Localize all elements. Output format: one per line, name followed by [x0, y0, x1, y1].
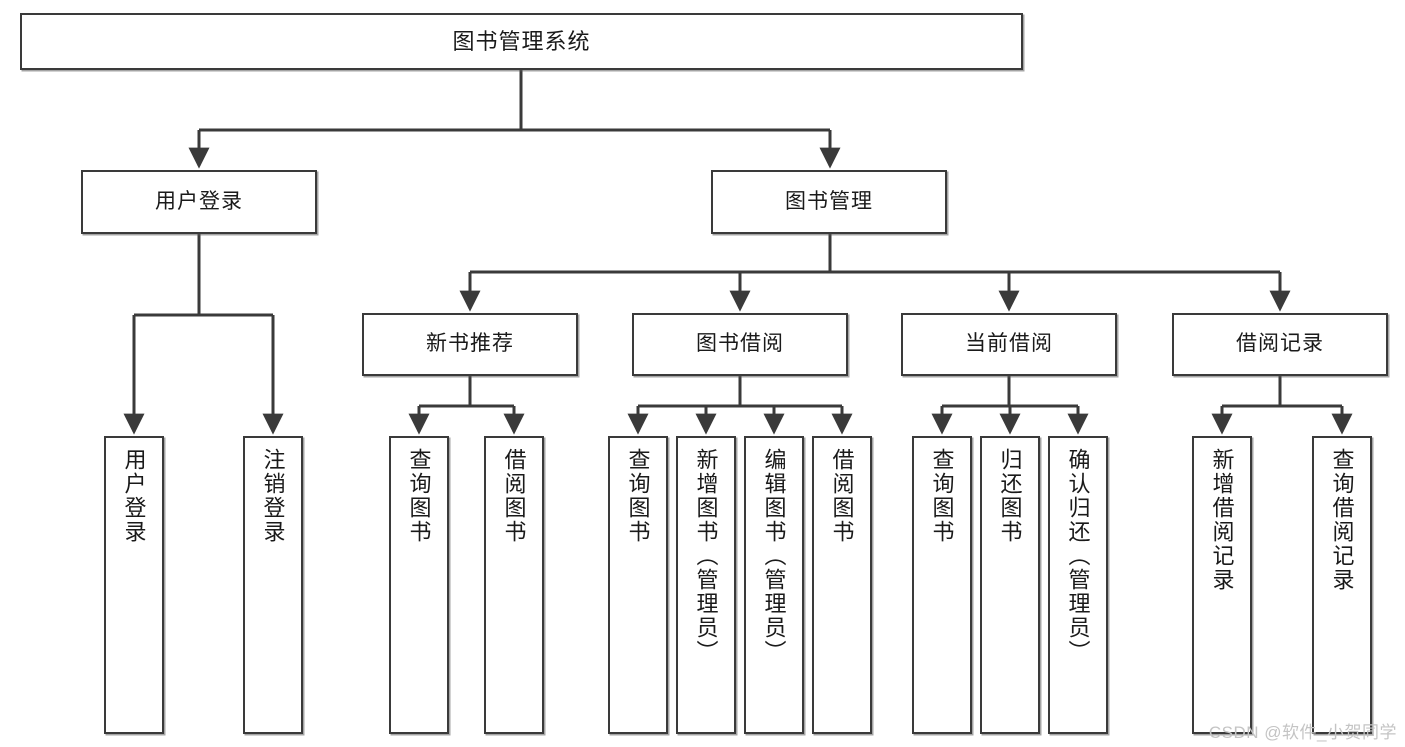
- node-leaf-borrow-query-book[interactable]: 查询图书: [608, 436, 668, 734]
- node-leaf-borrow-add-book[interactable]: 新增图书（管理员）: [676, 436, 736, 734]
- node-leaf-rec-borrow-book[interactable]: 借阅图书: [484, 436, 544, 734]
- node-leaf-cur-confirm-return[interactable]: 确认归还（管理员）: [1048, 436, 1108, 734]
- edges-root-to-level2: [188, 70, 841, 169]
- node-new-book-recommend[interactable]: 新书推荐: [362, 313, 578, 376]
- node-leaf-rec-query-record-label: 查询借阅记录: [1329, 448, 1355, 592]
- node-leaf-cur-return-book-label: 归还图书: [997, 448, 1023, 544]
- node-borrow-record[interactable]: 借阅记录: [1172, 313, 1388, 376]
- node-leaf-rec-borrow-book-label: 借阅图书: [501, 448, 527, 544]
- node-leaf-cur-query-book[interactable]: 查询图书: [912, 436, 972, 734]
- node-leaf-borrow-edit-book-label: 编辑图书（管理员）: [761, 448, 787, 664]
- node-book-borrow[interactable]: 图书借阅: [632, 313, 848, 376]
- node-book-borrow-label: 图书借阅: [696, 332, 784, 356]
- node-leaf-borrow-add-book-label: 新增图书（管理员）: [693, 448, 719, 664]
- node-leaf-borrow-borrow-book[interactable]: 借阅图书: [812, 436, 872, 734]
- node-leaf-user-logout-label: 注销登录: [260, 448, 286, 544]
- edges-newbook-to-leaves: [408, 376, 525, 435]
- node-leaf-rec-query-book-label: 查询图书: [406, 448, 432, 544]
- node-leaf-cur-query-book-label: 查询图书: [929, 448, 955, 544]
- edges-borrowrecord-to-leaves: [1211, 376, 1353, 435]
- node-leaf-user-login-label: 用户登录: [121, 448, 147, 544]
- node-leaf-rec-add-record[interactable]: 新增借阅记录: [1192, 436, 1252, 734]
- watermark: CSDN @软件_小贺同学: [1208, 723, 1397, 742]
- node-leaf-rec-add-record-label: 新增借阅记录: [1209, 448, 1235, 592]
- edges-bookborrow-to-leaves: [627, 376, 853, 435]
- node-leaf-user-login[interactable]: 用户登录: [104, 436, 164, 734]
- edges-userlogin-to-leaves: [123, 234, 284, 435]
- node-leaf-rec-query-book[interactable]: 查询图书: [389, 436, 449, 734]
- node-root[interactable]: 图书管理系统: [20, 13, 1023, 70]
- node-leaf-borrow-query-book-label: 查询图书: [625, 448, 651, 544]
- node-leaf-user-logout[interactable]: 注销登录: [243, 436, 303, 734]
- node-user-login-label: 用户登录: [155, 189, 243, 213]
- node-leaf-cur-return-book[interactable]: 归还图书: [980, 436, 1040, 734]
- node-current-borrow[interactable]: 当前借阅: [901, 313, 1117, 376]
- edges-currentborrow-to-leaves: [931, 376, 1089, 435]
- node-leaf-borrow-borrow-book-label: 借阅图书: [829, 448, 855, 544]
- node-borrow-record-label: 借阅记录: [1236, 332, 1324, 356]
- node-book-manage[interactable]: 图书管理: [711, 170, 947, 234]
- node-leaf-rec-query-record[interactable]: 查询借阅记录: [1312, 436, 1372, 734]
- edges-bookmanage-to-level3: [459, 234, 1291, 312]
- node-new-book-recommend-label: 新书推荐: [426, 332, 514, 356]
- node-leaf-borrow-edit-book[interactable]: 编辑图书（管理员）: [744, 436, 804, 734]
- node-root-label: 图书管理系统: [452, 28, 591, 54]
- node-current-borrow-label: 当前借阅: [965, 332, 1053, 356]
- node-book-manage-label: 图书管理: [785, 189, 873, 213]
- node-leaf-cur-confirm-return-label: 确认归还（管理员）: [1065, 448, 1091, 664]
- node-user-login[interactable]: 用户登录: [81, 170, 317, 234]
